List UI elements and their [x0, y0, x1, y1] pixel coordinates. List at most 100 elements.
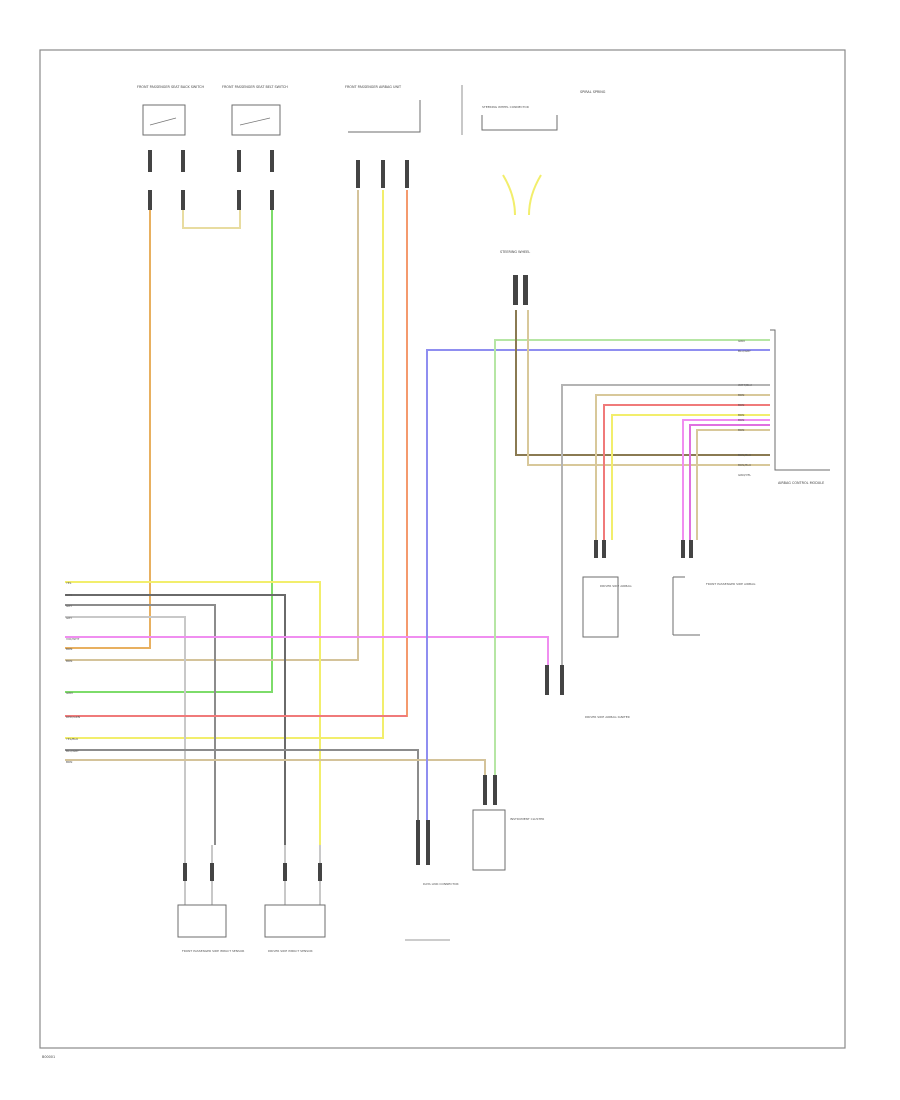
control-module: AIRBAG CONTROL MODULE GRN BLU/GRY WHT/BL…	[738, 329, 830, 485]
pin	[148, 150, 152, 172]
wire-label: BRN/BLU	[738, 463, 751, 467]
pin	[183, 863, 187, 881]
wire-spiral-yellow	[502, 174, 542, 216]
wire-label: BRN	[738, 403, 744, 407]
top-components: FRONT PASSENGER SEAT BACK SWITCH FRONT P…	[137, 85, 606, 305]
wire-label: VIO/WHT	[66, 637, 80, 641]
spiral-text: STEERING WHEEL CONNECTOR	[482, 105, 529, 109]
side-b-label: FRONT PASSENGER SIDE AIRBAG	[706, 582, 756, 586]
switch-icon	[239, 117, 271, 126]
pin	[405, 160, 409, 188]
pin	[356, 160, 360, 188]
wire-label: GRY	[66, 593, 72, 597]
wire-label: GRN/YEL	[738, 473, 751, 477]
pin	[181, 150, 185, 172]
wire-label: GRN	[738, 339, 745, 343]
wire-label: BRN	[738, 413, 744, 417]
wire-label: BLU/GRY	[738, 349, 751, 353]
wire-pink-ctrl	[682, 419, 770, 540]
right-wire-labels: GRN BLU/GRY WHT/BLU BRN BRN BRN BRN BRN …	[738, 339, 752, 477]
pin	[602, 540, 606, 558]
wire-row-beige-low	[65, 759, 486, 775]
switch-icon	[284, 845, 321, 905]
wire-tan-loop	[182, 205, 241, 229]
control-module-box	[770, 329, 830, 471]
wire-beige	[65, 190, 359, 661]
pin	[513, 275, 518, 305]
bottom-mid-label: DRIVER SIDE IMPACT SENSOR	[268, 949, 313, 953]
wire-row-gry2	[65, 604, 216, 845]
pin	[270, 150, 274, 172]
wire-label: BRN	[738, 428, 744, 432]
wire-pink2-ctrl	[689, 424, 770, 540]
wire-label: GRN	[66, 691, 73, 695]
pin	[483, 775, 487, 805]
wire-row-gray-low	[65, 749, 419, 820]
sensor-b-box	[231, 104, 281, 136]
bottom-components: DATA LINK CONNECTOR INSTRUMENT CLUSTER F…	[177, 775, 544, 953]
wire-row-pink	[65, 636, 549, 665]
wire-label: YEL/BLU	[66, 737, 78, 741]
spiral-box	[481, 115, 558, 131]
pin	[545, 665, 549, 695]
sensor-b-label: FRONT PASSENGER SEAT BELT SWITCH	[222, 85, 288, 89]
wire-label: YEL	[66, 581, 72, 585]
center-conn2-box	[472, 809, 506, 871]
wire-label: GRY	[66, 616, 72, 620]
wire-red-ctrl	[603, 404, 770, 540]
wire-lightgreen	[494, 339, 770, 775]
side-b-box	[672, 576, 700, 636]
wire-row-yel	[65, 581, 321, 845]
wire-orange	[65, 205, 151, 649]
wire-label: BRN	[66, 659, 72, 663]
bottom-left-label: FRONT PASSENGER SIDE IMPACT SENSOR	[182, 949, 244, 953]
driver-side-label: DRIVER SIDE AIRBAG IGNITER	[585, 715, 630, 719]
pin	[381, 160, 385, 188]
pin	[416, 820, 420, 865]
pin	[493, 775, 497, 805]
wire-label: WHT/BLU	[738, 383, 752, 387]
pin	[210, 863, 214, 881]
wire-brown-a	[515, 310, 770, 456]
bottom-mid-box	[264, 904, 326, 938]
wire-label: BLU/GRY	[66, 749, 79, 753]
pin	[689, 540, 693, 558]
wire-label: BRN	[66, 647, 72, 651]
bottom-left-box	[177, 904, 227, 938]
wire-label: RED/GRN	[66, 715, 80, 719]
wire-label: BRN/BLU	[738, 453, 751, 457]
pin	[318, 863, 322, 881]
diagram-frame	[39, 49, 846, 1049]
wire-label: BRN	[66, 760, 72, 764]
wire-gray-ctrl	[561, 384, 770, 665]
top-pins	[148, 150, 409, 210]
wire-label: BRN	[738, 418, 744, 422]
wire-label: GRY	[66, 604, 72, 608]
diagram-id: B00001	[42, 1055, 55, 1059]
wire-row-gry1	[65, 594, 286, 845]
wire-blue	[426, 349, 770, 820]
pin	[681, 540, 685, 558]
center-conn2-label: INSTRUMENT CLUSTER	[510, 817, 544, 821]
sensor-a-label: FRONT PASSENGER SEAT BACK SWITCH	[137, 85, 204, 89]
wire-green	[65, 205, 273, 693]
connector-mid-label: STEERING WHEEL	[500, 250, 530, 254]
pin	[181, 190, 185, 210]
pin	[523, 275, 528, 305]
pin	[426, 820, 430, 865]
pin	[594, 540, 598, 558]
sensor-c-box	[348, 100, 421, 133]
switch-icon	[149, 117, 177, 126]
left-wire-labels: YEL GRY GRY GRY VIO/WHT BRN BRN GRN RED/…	[66, 581, 80, 764]
wire-tan-b	[527, 310, 770, 466]
wire-row-gry3	[65, 616, 186, 845]
sensor-c-label: FRONT PASSENGER AIRBAG UNIT	[345, 85, 402, 89]
wire-yellow	[65, 190, 384, 739]
center-conn-label: DATA LINK CONNECTOR	[423, 882, 459, 886]
side-airbags: DRIVER SIDE AIRBAG FRONT PASSENGER SIDE …	[545, 540, 756, 719]
switch-icon	[184, 845, 213, 905]
sensor-a-box	[142, 104, 186, 136]
pin	[237, 190, 241, 210]
wire-tan-ctrl	[595, 394, 770, 540]
